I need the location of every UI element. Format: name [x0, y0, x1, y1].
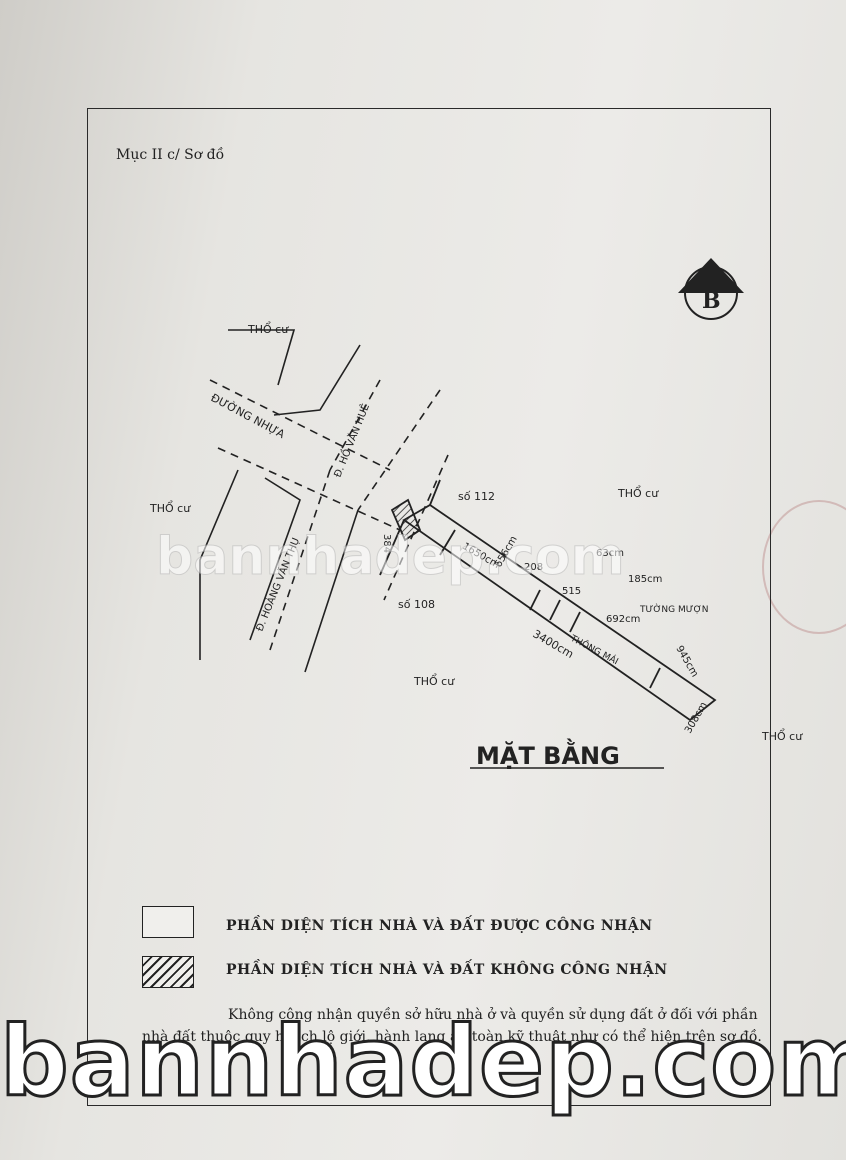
label-tho-cu: THỔ cư	[247, 321, 289, 336]
dim-208: 208	[524, 562, 543, 573]
label-so-108: số 108	[398, 598, 435, 611]
dim-3400cm: 3400cm	[531, 627, 576, 661]
watermark-large: bannhadep.com	[0, 1005, 846, 1120]
watermark-small: bannhadep.com	[156, 527, 626, 588]
dim-185cm: 185cm	[628, 574, 662, 585]
north-arrow-icon: B	[678, 258, 744, 320]
dim-63cm: 63cm	[596, 548, 624, 559]
label-street-ho-van-hue: Đ. HỒ VĂN HUÊ	[330, 401, 372, 479]
legend-box-not-recognized	[142, 956, 194, 988]
legend-not-recognized-text: PHẦN DIỆN TÍCH NHÀ VÀ ĐẤT KHÔNG CÔNG NHẬ…	[226, 962, 668, 978]
label-tho-cu: THỔ cư	[149, 500, 191, 515]
diagram-frame	[87, 108, 771, 1106]
parcel-outline	[379, 479, 717, 722]
legend-recognized-text: PHẦN DIỆN TÍCH NHÀ VÀ ĐẤT ĐƯỢC CÔNG NHẬN	[226, 918, 653, 934]
dim-384: 384	[381, 534, 392, 553]
label-tho-cu: THỔ cư	[761, 728, 803, 743]
legend-box-recognized	[142, 906, 194, 938]
note-paragraph: Không công nhận quyền sở hữu nhà ở và qu…	[142, 1007, 762, 1045]
label-tho-cu: THỔ cư	[413, 673, 455, 688]
plan-title: MẶT BẰNG	[476, 737, 620, 770]
dim-515: 515	[562, 586, 581, 597]
label-tho-cu: THỔ cư	[617, 485, 659, 500]
svg-text:B: B	[702, 288, 721, 314]
dim-692cm: 692cm	[606, 614, 640, 625]
label-tuong-muon: TƯỜNG MƯỢN	[639, 603, 708, 615]
section-title: Mục II c/ Sơ đồ	[116, 147, 225, 163]
label-so-112: số 112	[458, 490, 495, 503]
